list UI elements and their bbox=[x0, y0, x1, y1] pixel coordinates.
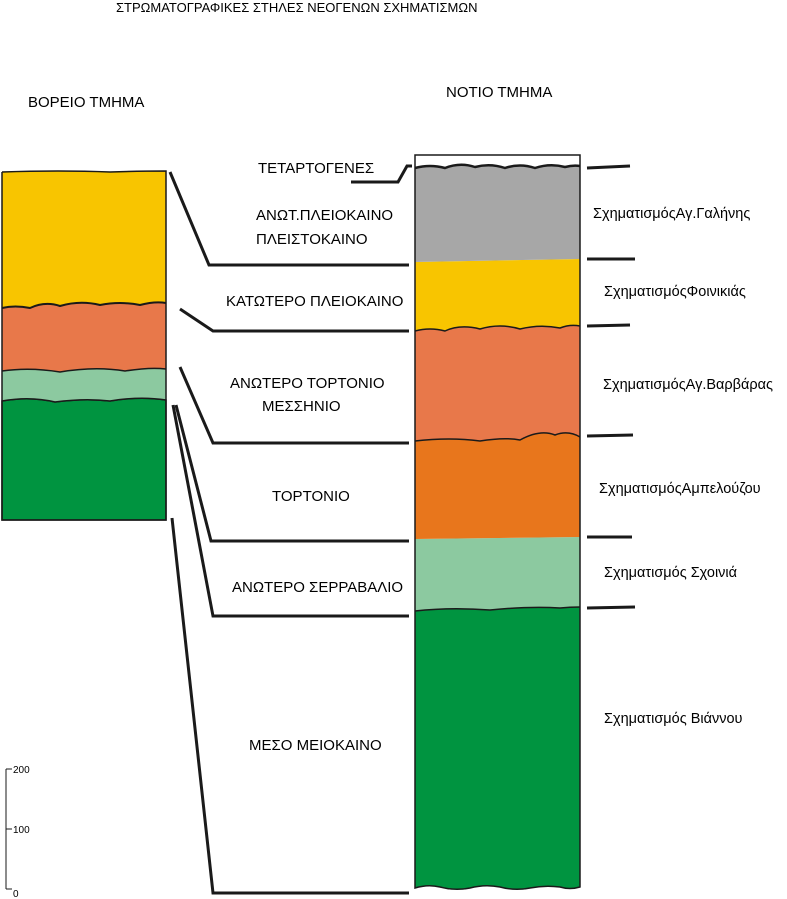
south-layer-grey bbox=[415, 164, 580, 262]
tick-right-4 bbox=[586, 433, 634, 438]
formation-label-foinikias: ΣχηματισμόςΦοινικιάς bbox=[604, 284, 746, 300]
scale-label-200: 200 bbox=[13, 765, 30, 776]
correlation-lines bbox=[168, 164, 636, 895]
age-label-upper-tortonian: ΑΝΩΤΕΡΟ ΤΟΡΤΟΝΙΟ bbox=[230, 375, 385, 392]
north-layer-salmon bbox=[2, 302, 166, 372]
south-layer-yellow bbox=[415, 259, 580, 331]
south-quaternary-cap bbox=[415, 155, 580, 166]
north-contact-light-green-top bbox=[1, 367, 167, 373]
south-section-header: ΝΟΤΙΟ ΤΜΗΜΑ bbox=[446, 84, 552, 101]
boundary-messinian-base bbox=[178, 366, 409, 445]
figure-title: ΣΤΡΩΜΑΤΟΓΡΑΦΙΚΕΣ ΣΤΗΛΕΣ ΝΕΟΓΕΝΩΝ ΣΧΗΜΑΤΙ… bbox=[116, 0, 478, 15]
south-contact-salmon-top bbox=[414, 324, 581, 332]
north-layer-green bbox=[1, 397, 167, 521]
south-contact-grey-top bbox=[414, 163, 581, 170]
north-contact-green-top bbox=[1, 397, 167, 403]
north-layer-light-green bbox=[2, 368, 166, 402]
boundary-serravallian-base bbox=[171, 404, 409, 618]
tick-right-6 bbox=[586, 605, 636, 610]
age-label-middle-miocene: ΜΕΣΟ ΜΕΙΟΚΑΙΝΟ bbox=[249, 737, 382, 754]
tick-right-3 bbox=[586, 323, 631, 328]
boundary-middle-miocene-base bbox=[170, 517, 409, 895]
north-contact-salmon-top bbox=[1, 301, 167, 310]
scale-label-0: 0 bbox=[13, 889, 19, 899]
formation-label-ampelouzou: ΣχηματισμόςΑμπελούζου bbox=[599, 481, 761, 497]
south-contact-orange-top bbox=[414, 432, 581, 442]
age-label-messinian: ΜΕΣΣΗΝΙΟ bbox=[262, 398, 341, 415]
age-label-upper-serravallian: ΑΝΩΤΕΡΟ ΣΕΡΡΑΒΑΛΙΟ bbox=[232, 579, 403, 596]
north-layer-yellow bbox=[2, 171, 166, 308]
boundary-quaternary bbox=[351, 164, 412, 184]
south-column-outline bbox=[414, 154, 581, 891]
scale-bar: 200 100 0 bbox=[5, 765, 30, 899]
scale-label-100: 100 bbox=[13, 825, 30, 836]
north-column-outline bbox=[1, 170, 167, 521]
boundary-lower-pliocene-base bbox=[179, 307, 409, 333]
south-layer-green bbox=[415, 607, 580, 890]
formation-label-viannou: Σχηματισμός Βιάννου bbox=[604, 711, 743, 727]
boundary-upper-pliocene-base bbox=[168, 171, 409, 267]
boundary-tortonian-base bbox=[174, 404, 409, 543]
age-label-lower-pliocene: ΚΑΤΩΤΕΡΟ ΠΛΕΙΟΚΑΙΝΟ bbox=[226, 293, 403, 310]
south-layer-orange bbox=[415, 432, 580, 539]
north-section-header: ΒΟΡΕΙΟ ΤΜΗΜΑ bbox=[28, 94, 144, 111]
south-column bbox=[414, 154, 581, 891]
age-label-pleistocene: ΠΛΕΙΣΤΟΚΑΙΝΟ bbox=[256, 231, 368, 248]
age-label-quaternary: ΤΕΤΑΡΤΟΓΕΝΕΣ bbox=[258, 160, 374, 177]
north-column bbox=[1, 170, 167, 521]
age-label-tortonian: ΤΟΡΤΟΝΙΟ bbox=[272, 488, 350, 505]
age-label-upper-pliocene: ΑΝΩΤ.ΠΛΕΙΟΚΑΙΝΟ bbox=[256, 207, 393, 224]
formation-label-ag-varvaras: ΣχηματισμόςΑγ.Βαρβάρας bbox=[603, 377, 773, 393]
formation-label-ag-galinis: ΣχηματισμόςΑγ.Γαλήνης bbox=[593, 206, 750, 222]
formation-labels: ΣχηματισμόςΑγ.Γαλήνης ΣχηματισμόςΦοινικι… bbox=[593, 206, 773, 727]
formation-label-sxoinia: Σχηματισμός Σχοινιά bbox=[604, 565, 737, 581]
south-layer-salmon bbox=[415, 325, 580, 441]
age-labels: ΤΕΤΑΡΤΟΓΕΝΕΣ ΑΝΩΤ.ΠΛΕΙΟΚΑΙΝΟ ΠΛΕΙΣΤΟΚΑΙΝ… bbox=[226, 160, 403, 754]
tick-right-1 bbox=[586, 164, 631, 170]
south-layer-light-green bbox=[415, 537, 580, 611]
south-contact-green-top bbox=[414, 606, 581, 612]
